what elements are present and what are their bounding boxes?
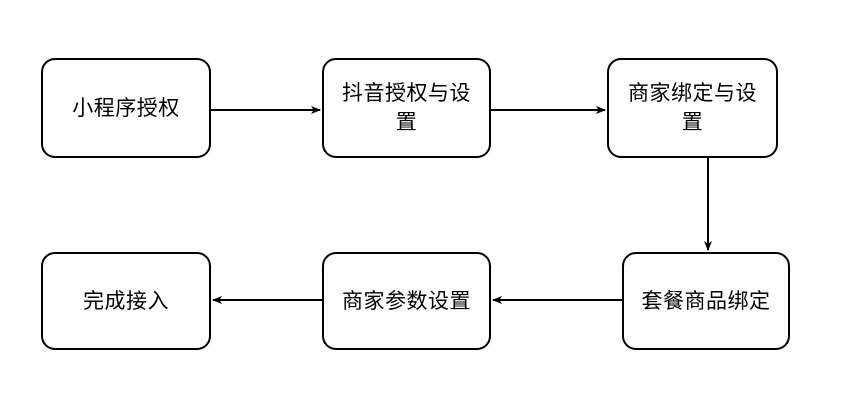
node-label-integration-complete: 完成接入	[83, 288, 169, 313]
node-package-product-binding[interactable]: 套餐商品绑定	[622, 252, 790, 350]
node-label-merchant-binding-settings: 商家绑定与设置	[628, 81, 757, 134]
node-label-package-product-binding: 套餐商品绑定	[641, 288, 771, 313]
node-douyin-authorization-settings[interactable]: 抖音授权与设置	[322, 58, 491, 158]
node-miniprogram-authorization[interactable]: 小程序授权	[41, 58, 211, 158]
node-integration-complete[interactable]: 完成接入	[41, 252, 211, 350]
node-label-douyin-authorization-settings: 抖音授权与设置	[342, 81, 471, 134]
node-merchant-binding-settings[interactable]: 商家绑定与设置	[607, 58, 778, 158]
node-label-merchant-parameter-settings: 商家参数设置	[342, 288, 471, 313]
node-merchant-parameter-settings[interactable]: 商家参数设置	[322, 252, 491, 350]
node-label-miniprogram-authorization: 小程序授权	[72, 95, 180, 120]
